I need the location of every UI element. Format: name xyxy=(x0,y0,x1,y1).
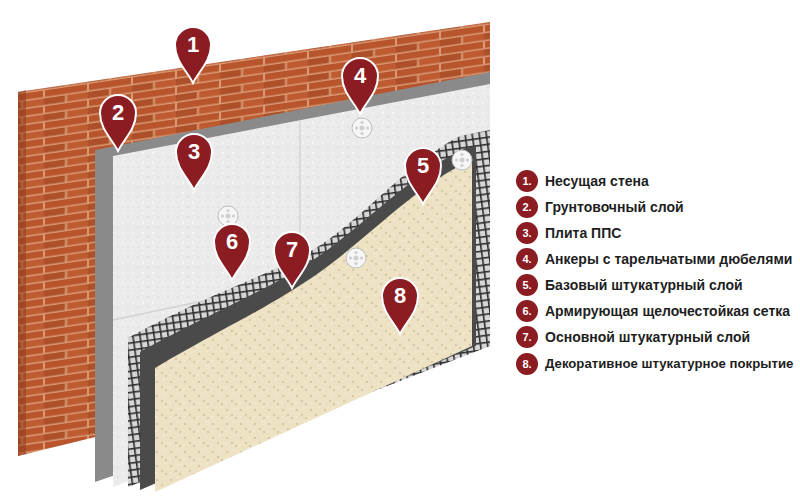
callout-pin: 3 xyxy=(174,132,214,192)
item-text: Грунтовочный слой xyxy=(545,196,684,218)
item-text: Плита ППС xyxy=(545,222,621,244)
item-text: Базовый штукатурный слой xyxy=(545,274,743,296)
item-number: 4. xyxy=(516,248,538,270)
callout-pin: 6 xyxy=(212,222,252,282)
item-number: 8. xyxy=(516,353,538,375)
callout-number: 5 xyxy=(403,152,443,180)
item-text: Армирующая щелочестойкая сетка xyxy=(545,300,790,322)
callout-pin: 1 xyxy=(173,25,213,85)
legend-item: 6. Армирующая щелочестойкая сетка xyxy=(516,300,790,322)
item-number: 1. xyxy=(516,170,538,192)
callout-pin: 8 xyxy=(380,276,420,336)
decorative-plaster xyxy=(155,160,472,492)
callout-pin: 4 xyxy=(340,56,380,116)
legend-item: 2. Грунтовочный слой xyxy=(516,196,684,218)
item-text: Декоративное штукатурное покрытие xyxy=(545,353,793,375)
item-text: Основной штукатурный слой xyxy=(545,326,750,348)
callout-number: 8 xyxy=(380,282,420,310)
callout-number: 7 xyxy=(272,236,312,264)
item-number: 6. xyxy=(516,300,538,322)
item-text: Анкеры с тарельчатыми дюбелями xyxy=(545,248,792,270)
legend-item: 7. Основной штукатурный слой xyxy=(516,326,750,348)
anchor-dowels xyxy=(218,118,472,268)
callout-number: 1 xyxy=(173,31,213,59)
item-number: 7. xyxy=(516,326,538,348)
legend-item: 1. Несущая стена xyxy=(516,170,649,192)
callout-number: 4 xyxy=(340,62,380,90)
item-number: 5. xyxy=(516,274,538,296)
legend-item: 4. Анкеры с тарельчатыми дюбелями xyxy=(516,248,792,270)
callout-number: 2 xyxy=(98,99,138,127)
item-text: Несущая стена xyxy=(545,170,649,192)
callout-number: 3 xyxy=(174,138,214,166)
item-number: 3. xyxy=(516,222,538,244)
legend-item: 3. Плита ППС xyxy=(516,222,621,244)
callout-pin: 7 xyxy=(272,230,312,290)
legend-item: 8. Декоративное штукатурное покрытие xyxy=(516,353,793,375)
callout-number: 6 xyxy=(212,228,252,256)
item-number: 2. xyxy=(516,196,538,218)
callout-pin: 2 xyxy=(98,93,138,153)
callout-pin: 5 xyxy=(403,146,443,206)
legend-item: 5. Базовый штукатурный слой xyxy=(516,274,743,296)
